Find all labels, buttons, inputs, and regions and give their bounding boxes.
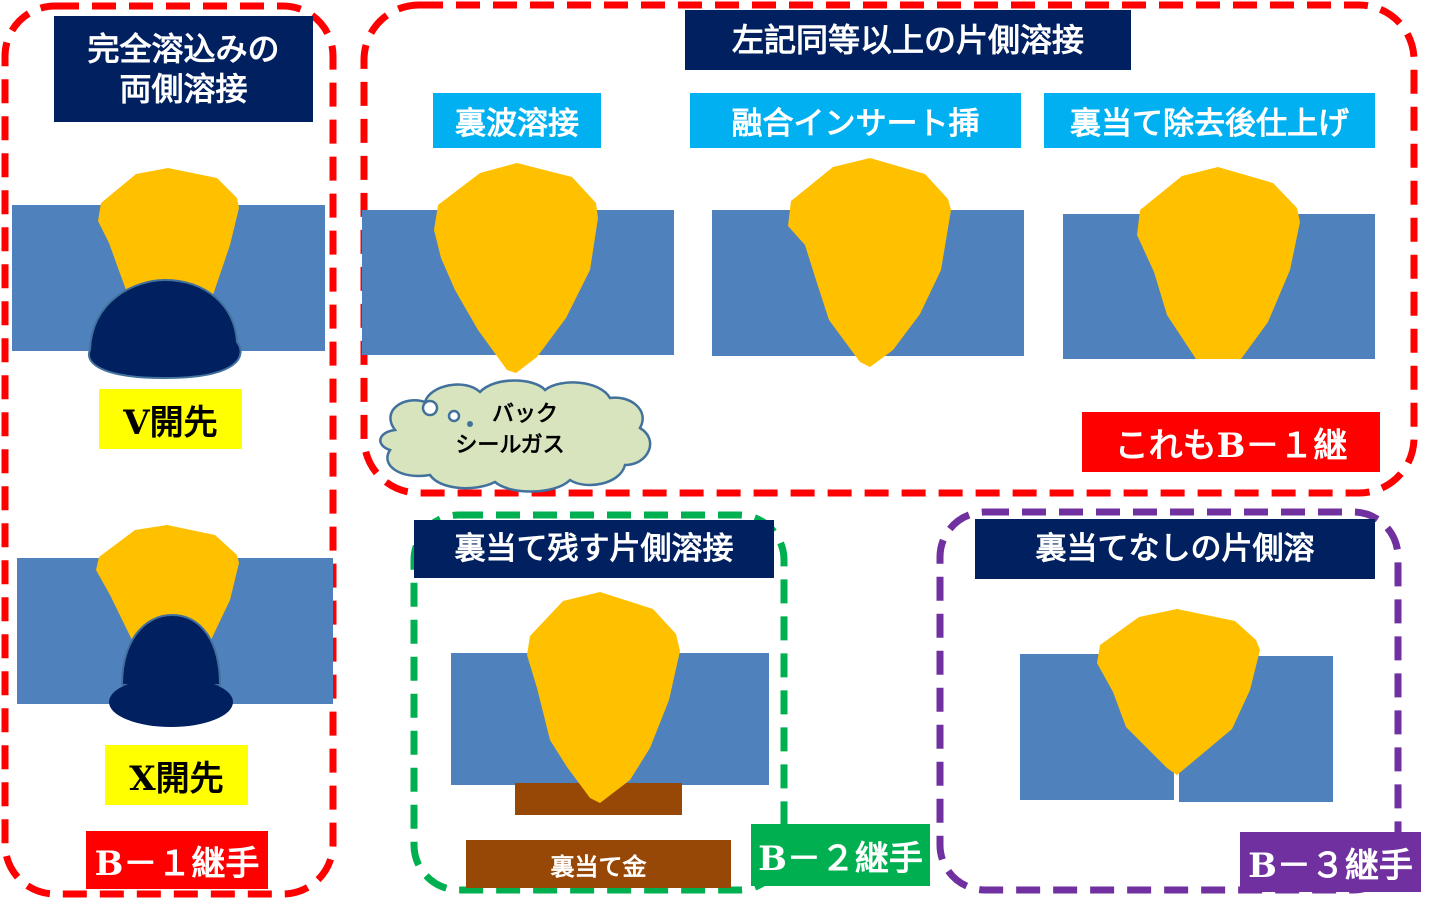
b2-frame: [410, 511, 788, 894]
weld-bead: [98, 168, 239, 295]
back-shield-gas-label: バック シールガス: [410, 400, 610, 462]
b1-joint-badge: B－１継手: [86, 831, 268, 889]
back-shield-gas-cloud: [379, 379, 652, 493]
back-weld-bead: [88, 278, 242, 380]
panel-no-backing-title: 裏当てなしの片側溶: [975, 519, 1375, 579]
v-groove-label: V開先: [99, 389, 242, 449]
title-line-2: 両側溶接: [119, 70, 248, 108]
cloud-line-1: バック: [491, 402, 558, 427]
weld-bead: [96, 525, 239, 640]
back-weld-bead: [120, 613, 222, 686]
also-b1-joint-badge: これもB－１継: [1082, 412, 1380, 472]
weld-bead: [434, 163, 598, 373]
b3-frame: [936, 508, 1402, 894]
thought-bubble: [421, 399, 439, 417]
method-backing-removed-label: 裏当て除去後仕上げ: [1044, 93, 1375, 148]
b2-joint-badge: B－２継手: [751, 824, 930, 886]
panel-equivalent-title: 左記同等以上の片側溶接: [685, 10, 1131, 70]
method-fusion-insert-label: 融合インサート挿: [690, 93, 1021, 148]
weld-bead: [527, 592, 680, 803]
weld-bead: [1097, 609, 1260, 775]
method-uranami-label: 裏波溶接: [433, 93, 601, 148]
b3-joint-badge: B－３継手: [1240, 832, 1421, 892]
panel-both-sides-title: 完全溶込みの 両側溶接: [54, 16, 313, 122]
cloud-line-2: シールガス: [455, 432, 565, 458]
thought-bubble: [447, 409, 461, 423]
thought-bubble: [467, 421, 473, 427]
backing-strip-label: 裏当て金: [550, 851, 647, 881]
back-weld-cap: [109, 677, 233, 727]
b1-frame: [1, 2, 337, 898]
weld-bead: [1137, 167, 1300, 359]
panel-backing-left-title: 裏当て残す片側溶接: [414, 520, 774, 578]
x-groove-label: X開先: [105, 745, 248, 805]
backing-strip-label-bg: [466, 840, 731, 888]
weld-bead: [788, 158, 951, 367]
title-line-1: 完全溶込みの: [87, 30, 280, 68]
